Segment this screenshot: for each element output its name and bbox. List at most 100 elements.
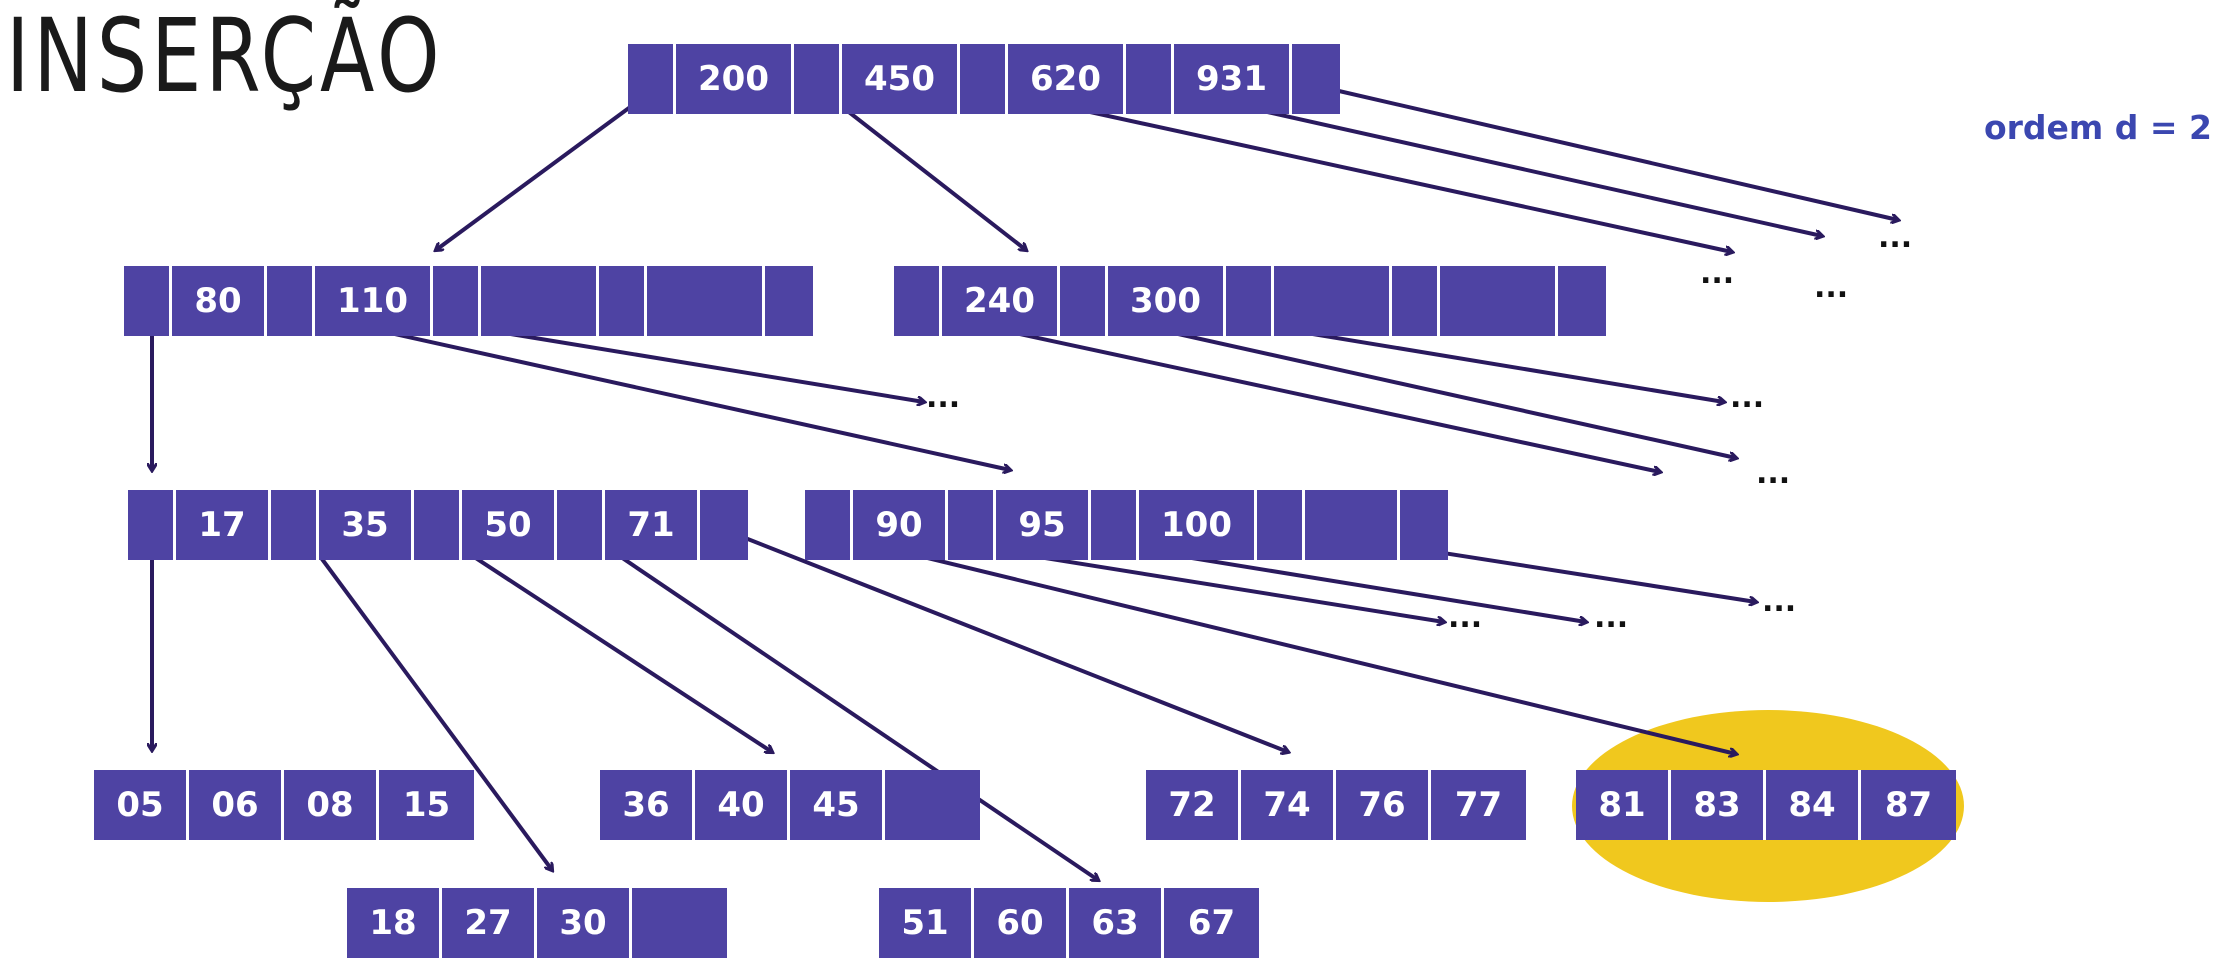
- pointer-arrow: [436, 86, 658, 250]
- pointer-arrow: [729, 530, 1288, 752]
- leaf-node: 36 40 45: [600, 770, 980, 840]
- key-cell: 450: [842, 44, 960, 114]
- pointer-cell: [794, 44, 842, 114]
- key-cell: 35: [319, 490, 414, 560]
- pointer-cell: [1126, 44, 1174, 114]
- pointer-cell: [557, 490, 605, 560]
- pointer-arrow: [1325, 86, 1898, 220]
- level2-node: 90 95 100: [805, 490, 1448, 560]
- key-cell: 110: [315, 266, 433, 336]
- key-cell: 83: [1671, 770, 1766, 840]
- key-cell: 300: [1108, 266, 1226, 336]
- key-cell: 06: [189, 770, 284, 840]
- pointer-cell: [1257, 490, 1305, 560]
- leaf-node-highlighted: 81 83 84 87: [1576, 770, 1956, 840]
- key-cell: [885, 770, 980, 840]
- key-cell: [632, 888, 727, 958]
- key-cell: [1274, 266, 1392, 336]
- key-cell: 76: [1336, 770, 1431, 840]
- pointer-cell: [414, 490, 462, 560]
- pointer-arrow: [816, 86, 1026, 250]
- pointer-cell: [1292, 44, 1340, 114]
- leaf-node: 72 74 76 77: [1146, 770, 1526, 840]
- pointer-cell: [433, 266, 481, 336]
- key-cell: 67: [1164, 888, 1259, 958]
- key-cell: 17: [176, 490, 271, 560]
- pointer-cell: [1392, 266, 1440, 336]
- pointer-arrow: [907, 308, 1660, 472]
- key-cell: 51: [879, 888, 974, 958]
- pointer-cell: [700, 490, 748, 560]
- pointer-cell: [271, 490, 319, 560]
- pointer-arrow: [285, 308, 1010, 470]
- pointer-cell: [1091, 490, 1139, 560]
- pointer-arrow: [449, 322, 924, 402]
- pointer-arrow: [819, 530, 1736, 754]
- ellipsis-marker: ...: [1700, 256, 1735, 291]
- ellipsis-marker: ...: [1756, 456, 1791, 491]
- pointer-cell: [628, 44, 676, 114]
- key-cell: 77: [1431, 770, 1526, 840]
- pointer-cell: [1226, 266, 1274, 336]
- pointer-cell: [894, 266, 942, 336]
- ellipsis-marker: ...: [1762, 584, 1797, 619]
- key-cell: 90: [853, 490, 948, 560]
- arrows-group: [152, 86, 1898, 880]
- key-cell: 30: [537, 888, 632, 958]
- pointer-cell: [765, 266, 813, 336]
- ellipsis-marker: ...: [926, 380, 961, 415]
- key-cell: [1440, 266, 1558, 336]
- key-cell: 50: [462, 490, 557, 560]
- key-cell: 80: [172, 266, 267, 336]
- ellipsis-marker: ...: [1448, 600, 1483, 635]
- level1-node: 80 110: [124, 266, 813, 336]
- pointer-cell: [1400, 490, 1448, 560]
- leaf-node: 18 27 30: [347, 888, 727, 958]
- page-title: INSERÇÃO: [6, 0, 444, 116]
- key-cell: 81: [1576, 770, 1671, 840]
- ellipsis-marker: ...: [1730, 380, 1765, 415]
- key-cell: 45: [790, 770, 885, 840]
- key-cell: [647, 266, 765, 336]
- ellipsis-marker: ...: [1594, 600, 1629, 635]
- key-cell: 36: [600, 770, 695, 840]
- key-cell: 08: [284, 770, 379, 840]
- key-cell: 71: [605, 490, 700, 560]
- leaf-node: 51 60 63 67: [879, 888, 1259, 958]
- pointer-cell: [124, 266, 172, 336]
- pointer-arrow: [300, 530, 552, 870]
- level2-node: 17 35 50 71: [128, 490, 748, 560]
- pointer-arrow: [1251, 322, 1724, 402]
- key-cell: 05: [94, 770, 189, 840]
- order-label: ordem d = 2: [1983, 108, 2212, 147]
- pointer-arrow: [979, 86, 1732, 252]
- pointer-cell: [599, 266, 647, 336]
- key-cell: 87: [1861, 770, 1956, 840]
- key-cell: 18: [347, 888, 442, 958]
- key-cell: [481, 266, 599, 336]
- pointer-cell: [128, 490, 176, 560]
- key-cell: 84: [1766, 770, 1861, 840]
- key-cell: 931: [1174, 44, 1292, 114]
- key-cell: 60: [974, 888, 1069, 958]
- pointer-cell: [805, 490, 853, 560]
- root-node: 200 450 620 931: [628, 44, 1340, 114]
- key-cell: 74: [1241, 770, 1336, 840]
- key-cell: 100: [1139, 490, 1257, 560]
- pointer-cell: [1558, 266, 1606, 336]
- level1-node: 240 300: [894, 266, 1606, 336]
- key-cell: 200: [676, 44, 794, 114]
- pointer-arrow: [434, 530, 772, 752]
- pointer-cell: [267, 266, 315, 336]
- leaf-node: 05 06 08 15: [94, 770, 474, 840]
- key-cell: [1305, 490, 1400, 560]
- key-cell: 15: [379, 770, 474, 840]
- ellipsis-marker: ...: [1878, 220, 1913, 255]
- key-cell: 27: [442, 888, 537, 958]
- key-cell: 40: [695, 770, 790, 840]
- pointer-cell: [1060, 266, 1108, 336]
- key-cell: 63: [1069, 888, 1164, 958]
- pointer-arrow: [582, 530, 1098, 880]
- pointer-cell: [948, 490, 996, 560]
- key-cell: 95: [996, 490, 1091, 560]
